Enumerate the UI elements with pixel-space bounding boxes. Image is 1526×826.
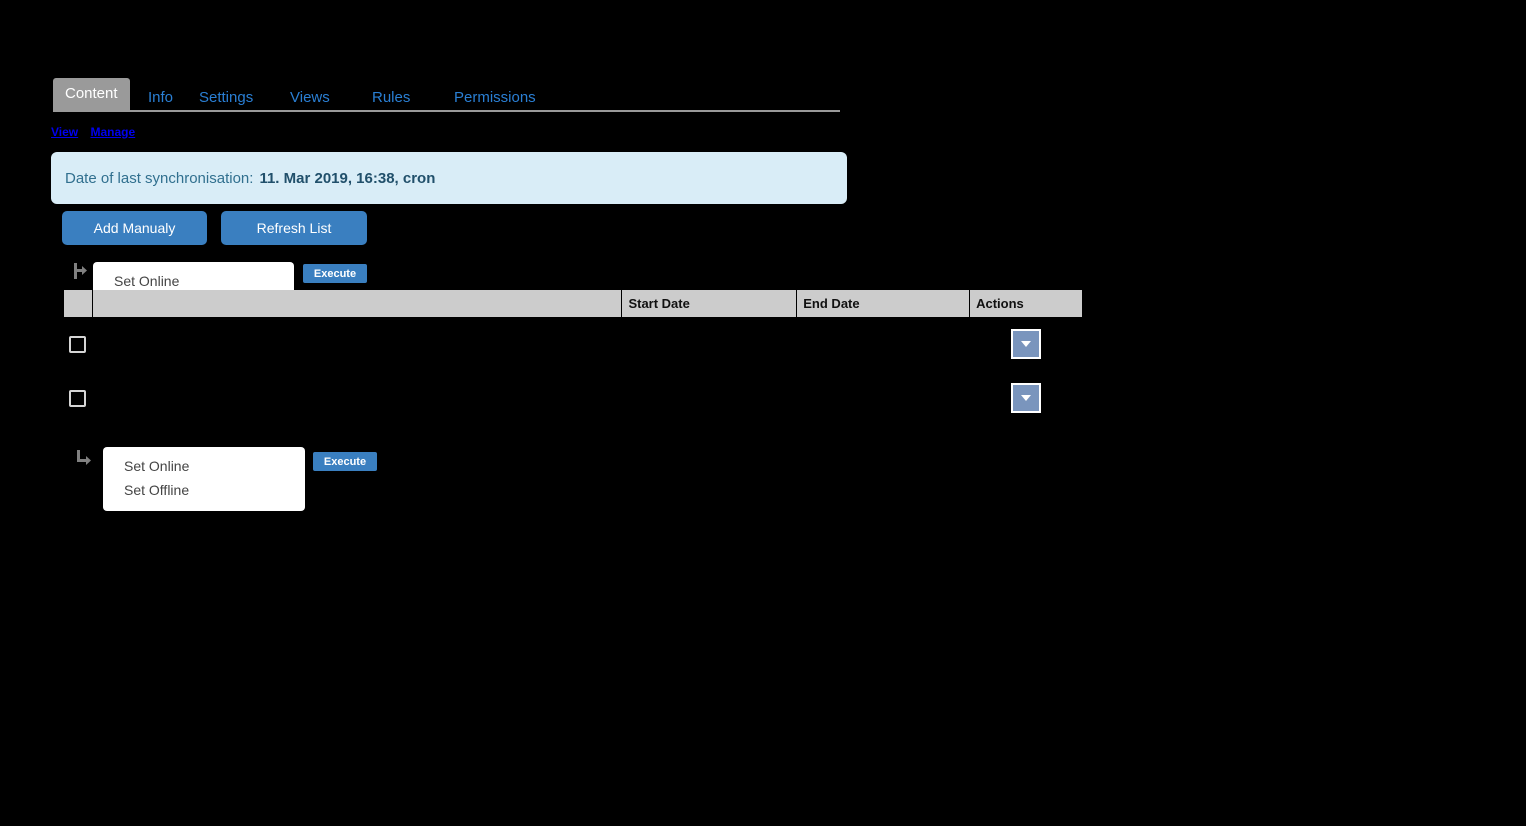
table-header-row: Start Date End Date Actions [63, 290, 1083, 317]
arrow-turn-down-right-icon [74, 448, 94, 468]
table-body [63, 317, 1083, 425]
row-actions-dropdown-button[interactable] [1011, 383, 1041, 413]
tab-rules-label: Rules [372, 89, 411, 106]
execute-button-bottom[interactable]: Execute [313, 452, 377, 471]
tab-content[interactable]: Content [53, 78, 130, 110]
table-header-checkbox [64, 290, 93, 317]
link-view[interactable]: View [51, 125, 79, 139]
dropdown-item-set-offline-bottom[interactable]: Set Offline [124, 482, 190, 498]
add-manually-button[interactable]: Add Manualy [62, 211, 207, 245]
execute-button-top[interactable]: Execute [303, 264, 367, 283]
tab-settings[interactable]: Settings [199, 90, 253, 105]
sync-value: 11. Mar 2019, 16:38, cron [259, 169, 436, 187]
table-header-name [93, 290, 623, 317]
tab-permissions-label: Permissions [454, 89, 536, 106]
tab-info-label: Info [148, 89, 174, 106]
table-header-end-date[interactable]: End Date [797, 290, 971, 317]
sync-status-banner: Date of last synchronisation: 11. Mar 20… [51, 152, 847, 204]
chevron-down-icon [1021, 341, 1031, 347]
tab-rules[interactable]: Rules [372, 90, 410, 105]
table-header-actions: Actions [976, 296, 1024, 311]
tab-settings-label: Settings [199, 89, 254, 106]
tab-info[interactable]: Info [148, 90, 173, 105]
row-actions-dropdown-button[interactable] [1011, 329, 1041, 359]
row-actions-cell [970, 383, 1082, 413]
table-row [63, 371, 1083, 425]
dropdown-item-set-online-bottom[interactable]: Set Online [124, 458, 190, 474]
refresh-list-button[interactable]: Refresh List [221, 211, 367, 245]
table-row [63, 317, 1083, 371]
row-checkbox-cell [63, 389, 92, 407]
tab-views-label: Views [290, 89, 330, 106]
link-manage[interactable]: Manage [90, 125, 136, 139]
sync-label: Date of last synchronisation: [65, 169, 254, 187]
sub-navigation: View Manage [51, 126, 144, 138]
tab-permissions[interactable]: Permissions [454, 90, 536, 105]
row-select-checkbox[interactable] [69, 335, 86, 353]
tab-strip: Content Info Settings Views Rules Permis… [53, 78, 840, 112]
tab-views[interactable]: Views [290, 90, 330, 105]
bulk-action-dropdown-bottom[interactable]: Set Online Set Offline [103, 447, 305, 511]
content-table: Start Date End Date Actions [63, 290, 1083, 425]
arrow-turn-right-icon [70, 260, 90, 280]
dropdown-item-set-online-top[interactable]: Set Online [114, 273, 180, 289]
tab-content-label: Content [65, 85, 118, 102]
table-header-start-date[interactable]: Start Date [622, 290, 798, 317]
row-select-checkbox[interactable] [69, 389, 86, 407]
chevron-down-icon [1021, 395, 1031, 401]
row-actions-cell [970, 329, 1082, 359]
row-checkbox-cell [63, 335, 92, 353]
